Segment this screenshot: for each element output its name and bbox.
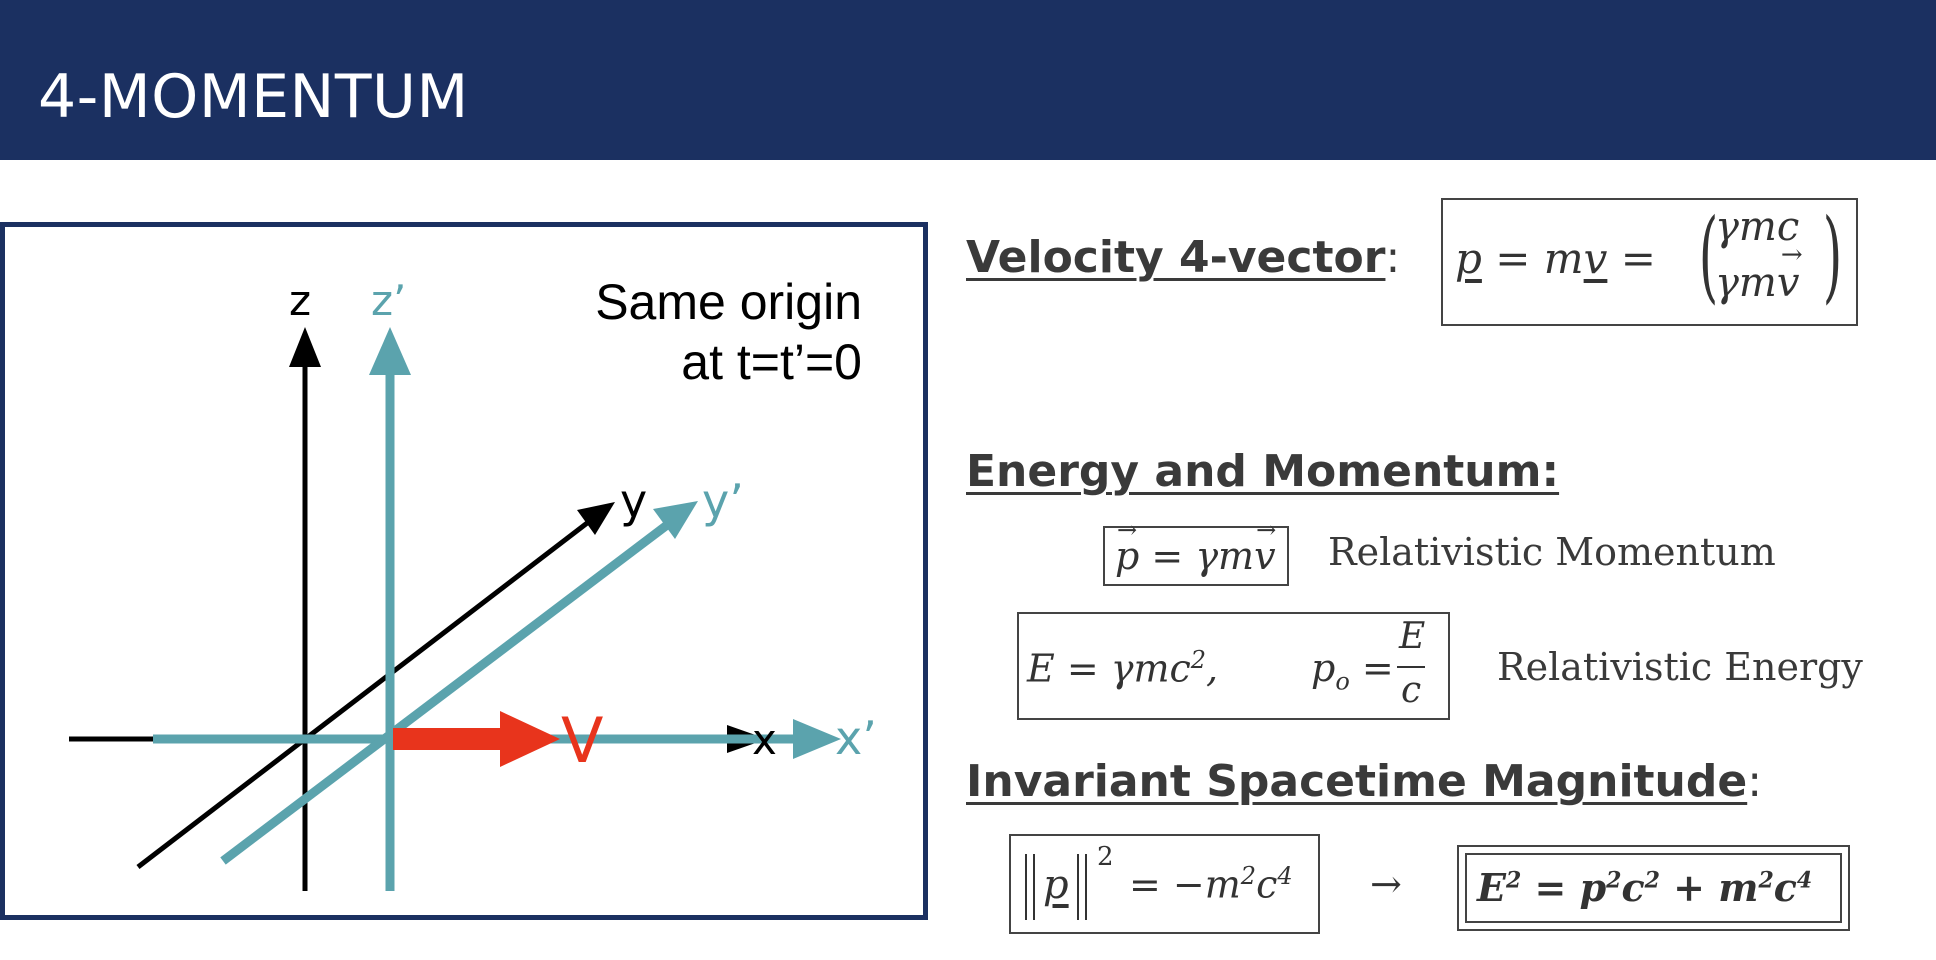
rest-momentum-sub: o: [1335, 667, 1350, 696]
origin-note-line2: at t=t’=0: [681, 334, 862, 390]
velocity-arrowhead: [500, 711, 560, 767]
page-title: 4-MOMENTUM: [38, 62, 469, 132]
vector-arrow-icon: →: [1256, 516, 1277, 544]
norm-eq-rest: = −m: [1129, 862, 1241, 907]
velocity-equation: p = mv =: [1455, 234, 1656, 283]
emr-E: E: [1477, 865, 1506, 910]
emr-c2: c: [1773, 865, 1797, 910]
invariant-heading-text: Invariant Spacetime Magnitude: [966, 756, 1748, 807]
energy-momentum-relation: E2 = p2c2 + m2c4: [1477, 865, 1812, 910]
frames-diagram: V z z’ y y’ x x’ Same origin at t=t’=0: [69, 274, 877, 891]
energy-eq-comma: ,: [1206, 646, 1219, 691]
norm-eq-c: c: [1256, 862, 1278, 907]
energy-heading: Energy and Momentum:: [966, 446, 1559, 497]
emr-s2: 2: [1606, 867, 1622, 894]
velocity-matrix-lparen: (: [1698, 197, 1719, 314]
emr-s1: 2: [1505, 867, 1522, 894]
energy-heading-text: Energy and Momentum:: [966, 446, 1560, 497]
emr-s3: 2: [1644, 867, 1660, 894]
velocity-matrix-bottom-text: γm: [1715, 260, 1777, 306]
velocity-eq-part2: =: [1620, 234, 1656, 283]
energy-eq-sup: 2: [1190, 646, 1207, 674]
energy-label: Relativistic Energy: [1497, 645, 1863, 689]
velocity-matrix-bottom: γmv→: [1715, 240, 1803, 306]
emr-s5: 4: [1796, 867, 1813, 894]
rest-momentum-eq: =: [1361, 646, 1394, 690]
momentum-vec-v: v: [1254, 534, 1276, 578]
energy-equation-box: E = γmc2, po = E c: [1017, 612, 1450, 720]
norm-equation-rest: = −m2c4: [1129, 862, 1293, 907]
velocity-arrow-shaft: [393, 728, 508, 750]
energy-momentum-relation-outer-box: E2 = p2c2 + m2c4: [1457, 845, 1850, 931]
y-axis-arrowhead: [577, 502, 615, 535]
y-prime-axis-arrowhead: [653, 501, 698, 539]
velocity-vec-v: v: [1776, 260, 1800, 306]
norm-bar-right-2: [1085, 854, 1087, 920]
fraction-bar: [1397, 666, 1425, 668]
velocity-matrix-rparen: ): [1822, 197, 1843, 314]
energy-equation-left: E = γmc2,: [1027, 646, 1218, 691]
rest-momentum-p: p: [1311, 646, 1336, 690]
norm-eq-sup3: 4: [1277, 862, 1293, 890]
emr-s4: 2: [1758, 867, 1774, 894]
rest-momentum-equation: po =: [1311, 646, 1394, 696]
origin-note-line1: Same origin: [595, 274, 862, 330]
momentum-label: Relativistic Momentum: [1328, 530, 1776, 574]
z-prime-axis-arrowhead: [369, 327, 411, 375]
vector-arrow-icon: →: [1780, 240, 1803, 270]
momentum-vec-p: p: [1115, 534, 1140, 578]
x-prime-axis-label: x’: [835, 711, 877, 765]
velocity-matrix-top: γmc: [1715, 204, 1800, 250]
norm-p: p: [1043, 862, 1069, 908]
y-axis: [136, 515, 597, 869]
momentum-equation-box: p→ = γmv→: [1103, 516, 1289, 586]
momentum-vec: p→: [1115, 516, 1140, 578]
velocity-heading-text: Velocity 4-vector: [966, 232, 1386, 283]
header-bar: 4-MOMENTUM: [0, 0, 1936, 160]
norm-bar-right-1: [1077, 854, 1079, 920]
velocity-label: V: [561, 704, 603, 777]
norm-bar-left-2: [1033, 854, 1035, 920]
emr-eq: = p: [1521, 865, 1607, 910]
velocity-vec: v→: [1776, 240, 1803, 306]
emr-plus: + m: [1659, 865, 1759, 910]
vector-arrow-icon: →: [1117, 516, 1138, 544]
emr-c1: c: [1621, 865, 1645, 910]
y-axis-label: y: [620, 474, 647, 528]
norm-sup: 2: [1097, 842, 1114, 872]
fraction-denominator: c: [1401, 670, 1422, 711]
velocity-eq-part1: = m: [1495, 234, 1584, 283]
velocity-4vector-symbol: v: [1583, 234, 1608, 283]
reference-frames-figure: V z z’ y y’ x x’ Same origin at t=t’=0: [0, 222, 928, 920]
energy-eq-left: E = γmc: [1027, 646, 1191, 691]
momentum-equation: p→ = γmv→: [1115, 516, 1276, 578]
invariant-heading-colon: :: [1747, 756, 1763, 807]
x-prime-axis-arrowhead: [793, 719, 841, 759]
fraction-numerator: E: [1399, 616, 1426, 657]
energy-momentum-relation-inner-box: E2 = p2c2 + m2c4: [1465, 853, 1842, 923]
y-prime-axis-label: y’: [702, 474, 744, 528]
momentum-vec-v-wrap: v→: [1254, 516, 1276, 578]
y-prime-axis: [220, 515, 678, 865]
z-prime-axis-label: z’: [371, 276, 406, 325]
x-axis-label: x: [752, 715, 777, 764]
velocity-heading: Velocity 4-vector:: [966, 232, 1400, 283]
velocity-heading-colon: :: [1385, 232, 1401, 283]
norm-eq-sup2: 2: [1240, 862, 1257, 890]
norm-bar-left-1: [1025, 854, 1027, 920]
momentum-eq-rest: = γm: [1151, 534, 1255, 578]
norm-equation-box: p 2 = −m2c4: [1009, 834, 1320, 934]
z-axis-label: z: [289, 276, 311, 325]
velocity-equation-box: p = mv = ( γmc γmv→ ): [1441, 198, 1858, 326]
momentum-4vector-symbol: p: [1455, 234, 1482, 283]
invariant-heading: Invariant Spacetime Magnitude:: [966, 756, 1762, 807]
z-axis-arrowhead: [289, 327, 321, 367]
implies-arrow-icon: →: [1370, 862, 1402, 906]
